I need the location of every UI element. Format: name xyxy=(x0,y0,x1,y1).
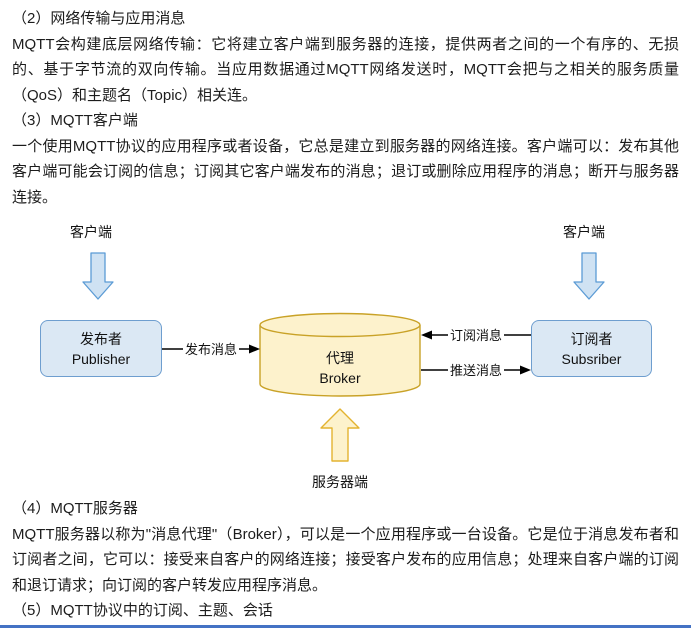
subscribe-arrow-label: 订阅消息 xyxy=(448,328,505,343)
publisher-label-en: Publisher xyxy=(71,350,131,367)
broker-node-label: 代理 Broker xyxy=(259,348,421,388)
section-4-heading: （4）MQTT服务器 xyxy=(12,500,138,517)
section-2-heading: （2）网络传输与应用消息 xyxy=(12,10,186,27)
section-4-body: MQTT服务器以称为"消息代理"（Broker），可以是一个应用程序或一台设备。… xyxy=(12,525,679,594)
mqtt-architecture-diagram: 客户端 客户端 发布者 Publisher 订阅者 Subsriber 代理 B… xyxy=(0,210,691,496)
up-arrow-icon xyxy=(320,408,360,462)
down-arrow-icon-left xyxy=(82,252,114,300)
section-5-heading: （5）MQTT协议中的订阅、主题、会话 xyxy=(12,602,273,619)
client-label-right: 客户端 xyxy=(563,224,605,240)
publish-arrow-label: 发布消息 xyxy=(183,342,240,357)
subscriber-node: 订阅者 Subsriber xyxy=(531,320,652,377)
publisher-node: 发布者 Publisher xyxy=(40,320,162,377)
broker-cylinder-icon xyxy=(259,312,421,397)
subscriber-label-en: Subsriber xyxy=(561,350,622,367)
subscriber-label-cn: 订阅者 xyxy=(570,330,613,347)
section-3-body: 一个使用MQTT协议的应用程序或者设备，它总是建立到服务器的网络连接。客户端可以… xyxy=(12,137,679,206)
publisher-label-cn: 发布者 xyxy=(80,330,122,347)
broker-label-en: Broker xyxy=(319,370,361,386)
down-arrow-icon-right xyxy=(573,252,605,300)
server-side-label: 服务器端 xyxy=(312,474,368,490)
client-label-left: 客户端 xyxy=(70,224,112,240)
section-2-body: MQTT会构建底层网络传输：它将建立客户端到服务器的连接，提供两者之间的一个有序… xyxy=(12,35,679,104)
section-3-heading: （3）MQTT客户端 xyxy=(12,112,138,129)
push-arrow-label: 推送消息 xyxy=(448,363,505,378)
broker-label-cn: 代理 xyxy=(326,350,354,366)
